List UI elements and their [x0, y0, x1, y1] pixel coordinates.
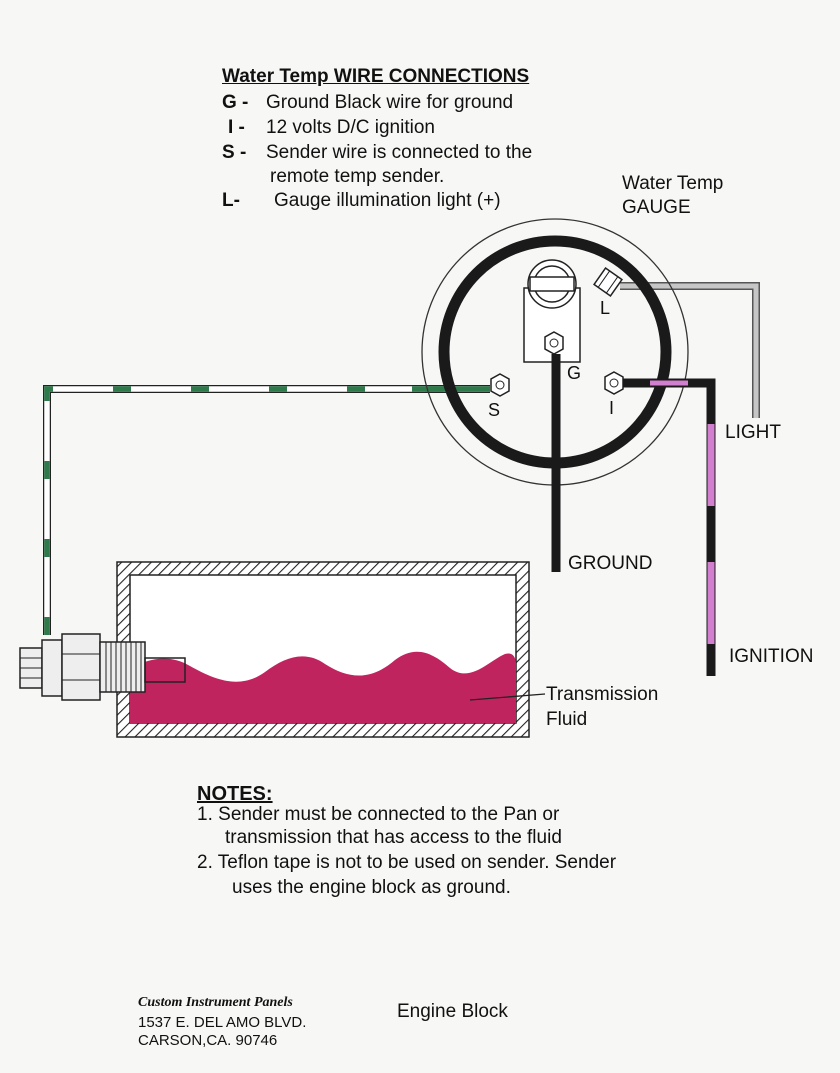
- transmission-pan: [116, 561, 546, 738]
- note-1: 1. Sender must be connected to the Pan o…: [197, 804, 559, 827]
- legend-text: Ground Black wire for ground: [266, 92, 514, 113]
- light-label: LIGHT: [725, 422, 781, 443]
- fluid-label-line1: Transmission: [546, 684, 659, 705]
- legend-text: Gauge illumination light (+): [274, 190, 501, 211]
- terminal-label-s: S: [488, 400, 501, 420]
- transmission-fluid: [130, 651, 516, 723]
- ground-label: GROUND: [568, 553, 653, 574]
- terminal-label-i: I: [609, 398, 615, 418]
- terminal-label-l: L: [600, 298, 611, 318]
- engine-block-label: Engine Block: [397, 1001, 508, 1022]
- legend-item-ignition: I - 12 volts D/C ignition: [222, 117, 435, 140]
- note-number: 1.: [197, 804, 213, 825]
- legend-item-light: L- Gauge illumination light (+): [222, 190, 501, 213]
- legend-text: Sender wire is connected to the: [266, 142, 533, 163]
- temp-sender: [19, 633, 186, 701]
- note-text: Sender must be connected to the Pan or: [218, 804, 560, 825]
- note-1-cont: transmission that has access to the flui…: [225, 827, 562, 848]
- legend-code: S -: [222, 142, 247, 163]
- legend-item-sender-cont: remote temp sender.: [270, 166, 445, 187]
- sender-wire: [43, 385, 490, 635]
- legend-item-sender: S - Sender wire is connected to the: [222, 142, 532, 165]
- notes-title: NOTES:: [197, 783, 273, 805]
- company-address-line2: CARSON,CA. 90746: [138, 1032, 278, 1049]
- fluid-label-line2: Fluid: [546, 709, 588, 730]
- note-text: Teflon tape is not to be used on sender.…: [217, 852, 617, 873]
- terminal-label-g: G: [567, 363, 582, 383]
- company-address-line1: 1537 E. DEL AMO BLVD.: [138, 1014, 307, 1031]
- legend-item-ground: G - Ground Black wire for ground: [222, 92, 513, 115]
- legend-code: G -: [222, 92, 249, 113]
- light-wire: [620, 282, 760, 418]
- note-2: 2. Teflon tape is not to be used on send…: [197, 852, 616, 875]
- legend-text: 12 volts D/C ignition: [266, 117, 435, 138]
- note-2-cont: uses the engine block as ground.: [232, 877, 511, 898]
- legend-title: Water Temp WIRE CONNECTIONS: [222, 66, 530, 87]
- gauge-label-line2: GAUGE: [622, 197, 691, 218]
- company-name: Custom Instrument Panels: [138, 995, 293, 1010]
- gauge-label-line1: Water Temp: [622, 173, 724, 194]
- legend-code: L-: [222, 190, 240, 211]
- ignition-label: IGNITION: [729, 646, 814, 667]
- note-number: 2.: [197, 852, 213, 873]
- ignition-wire: [623, 378, 716, 676]
- legend-code: I -: [228, 117, 245, 138]
